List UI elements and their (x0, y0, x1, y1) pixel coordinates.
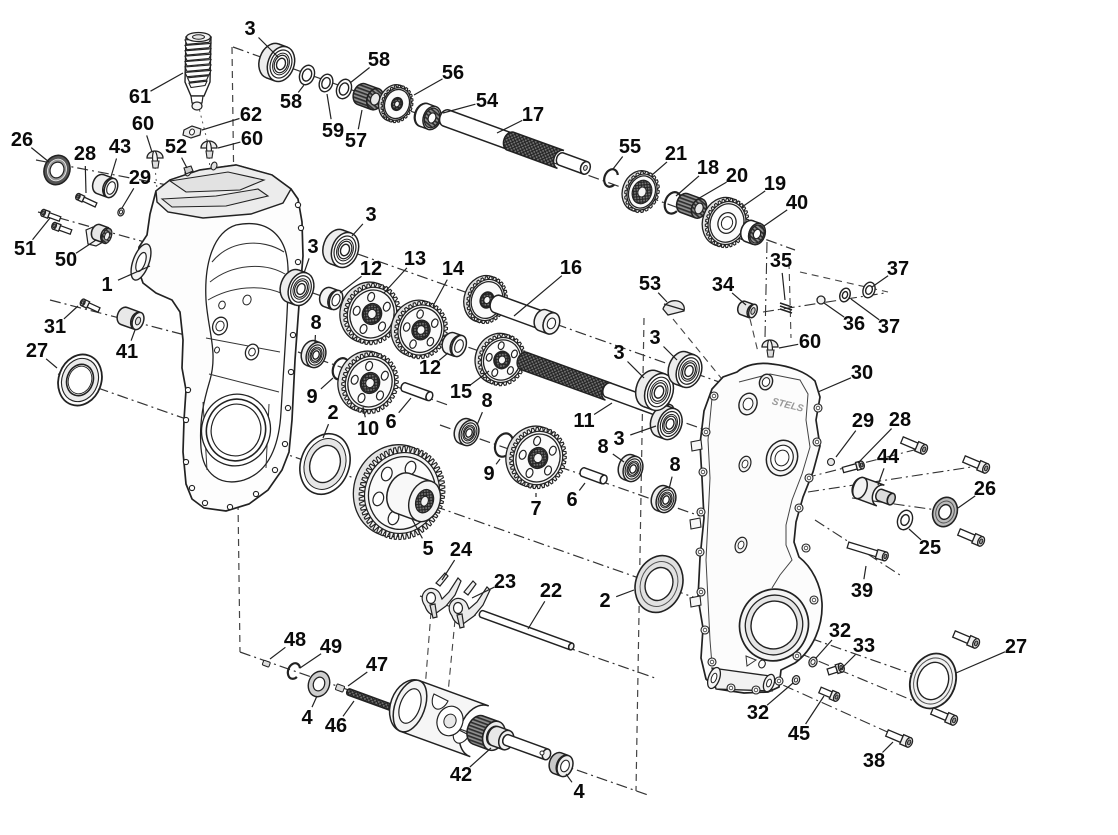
svg-text:47: 47 (366, 654, 388, 676)
svg-text:26: 26 (974, 478, 996, 500)
svg-text:12: 12 (360, 258, 382, 280)
svg-text:27: 27 (1005, 636, 1027, 658)
svg-text:3: 3 (244, 18, 255, 40)
svg-text:37: 37 (887, 258, 909, 280)
svg-text:5: 5 (422, 538, 433, 560)
svg-text:49: 49 (320, 636, 342, 658)
svg-text:31: 31 (44, 316, 66, 338)
svg-text:60: 60 (799, 331, 821, 353)
svg-text:50: 50 (55, 249, 77, 271)
svg-text:19: 19 (764, 173, 786, 195)
svg-text:8: 8 (597, 436, 608, 458)
svg-text:41: 41 (116, 341, 138, 363)
svg-text:15: 15 (450, 381, 472, 403)
svg-text:20: 20 (726, 165, 748, 187)
svg-text:6: 6 (566, 489, 577, 511)
svg-text:4: 4 (301, 707, 313, 729)
svg-text:7: 7 (530, 498, 541, 520)
svg-text:61: 61 (129, 86, 151, 108)
svg-text:24: 24 (450, 539, 473, 561)
svg-text:29: 29 (852, 410, 874, 432)
svg-text:52: 52 (165, 136, 187, 158)
svg-text:36: 36 (843, 313, 865, 335)
svg-text:3: 3 (649, 327, 660, 349)
svg-text:62: 62 (240, 104, 262, 126)
svg-text:23: 23 (494, 571, 516, 593)
svg-text:60: 60 (132, 113, 154, 135)
svg-text:16: 16 (560, 257, 582, 279)
svg-text:9: 9 (306, 386, 317, 408)
svg-text:11: 11 (573, 410, 594, 432)
svg-text:3: 3 (365, 204, 376, 226)
svg-text:58: 58 (368, 49, 390, 71)
svg-text:42: 42 (450, 764, 472, 786)
svg-text:22: 22 (540, 580, 562, 602)
svg-text:26: 26 (11, 129, 33, 151)
svg-text:21: 21 (665, 143, 687, 165)
svg-text:29: 29 (129, 167, 151, 189)
svg-text:43: 43 (109, 136, 131, 158)
svg-text:8: 8 (481, 390, 492, 412)
svg-text:3: 3 (613, 342, 624, 364)
svg-text:1: 1 (101, 274, 112, 296)
svg-text:46: 46 (325, 715, 347, 737)
svg-text:54: 54 (476, 90, 499, 112)
svg-text:51: 51 (14, 238, 36, 260)
svg-text:32: 32 (747, 702, 769, 724)
svg-text:60: 60 (241, 128, 263, 150)
svg-text:27: 27 (26, 340, 48, 362)
svg-text:13: 13 (404, 248, 426, 270)
svg-text:37: 37 (878, 316, 900, 338)
svg-text:44: 44 (877, 446, 900, 468)
svg-text:3: 3 (307, 236, 318, 258)
svg-text:12: 12 (419, 357, 441, 379)
svg-text:14: 14 (442, 258, 465, 280)
svg-text:4: 4 (573, 781, 585, 803)
svg-text:56: 56 (442, 62, 464, 84)
svg-text:45: 45 (788, 723, 810, 745)
svg-text:58: 58 (280, 91, 302, 113)
svg-text:8: 8 (669, 454, 680, 476)
svg-text:38: 38 (863, 750, 885, 772)
svg-text:28: 28 (889, 409, 911, 431)
svg-text:10: 10 (357, 418, 379, 440)
svg-text:6: 6 (385, 411, 396, 433)
svg-text:28: 28 (74, 143, 96, 165)
svg-text:32: 32 (829, 620, 851, 642)
svg-text:30: 30 (851, 362, 873, 384)
svg-text:25: 25 (919, 537, 941, 559)
svg-text:40: 40 (786, 192, 808, 214)
svg-text:39: 39 (851, 580, 873, 602)
svg-text:18: 18 (697, 157, 719, 179)
svg-text:35: 35 (770, 250, 792, 272)
svg-text:55: 55 (619, 136, 641, 158)
svg-text:34: 34 (712, 274, 735, 296)
svg-text:48: 48 (284, 629, 306, 651)
svg-text:59: 59 (322, 120, 344, 142)
svg-text:2: 2 (327, 402, 338, 424)
svg-text:33: 33 (853, 635, 875, 657)
svg-text:17: 17 (522, 104, 544, 126)
svg-text:2: 2 (599, 590, 610, 612)
svg-text:9: 9 (483, 463, 494, 485)
svg-text:57: 57 (345, 130, 367, 152)
svg-text:3: 3 (613, 428, 624, 450)
svg-text:8: 8 (310, 312, 321, 334)
svg-text:53: 53 (639, 273, 661, 295)
